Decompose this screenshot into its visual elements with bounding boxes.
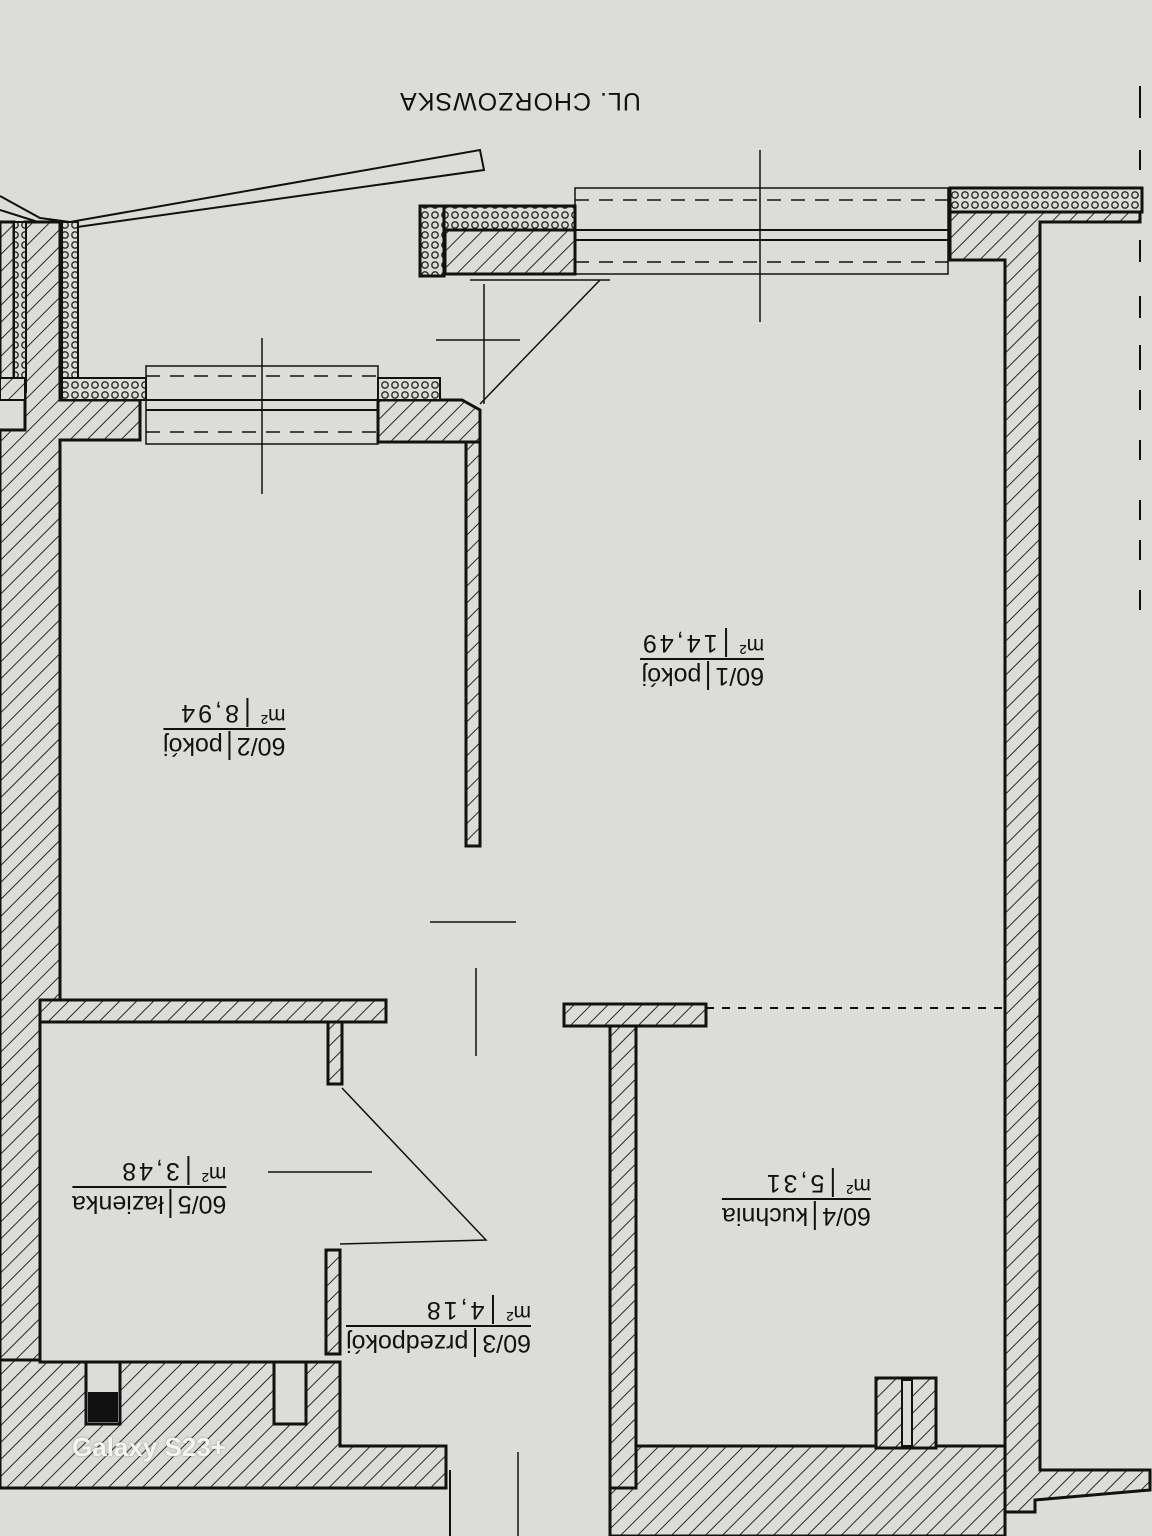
room-label-60-4: 60/4 kuchnia m² 5,31 [722, 1168, 871, 1230]
kitchen-top-wall [562, 1002, 708, 1028]
partition-60-2-60-1 [464, 440, 482, 848]
room-unit: m² [739, 634, 765, 657]
room-name: pokój [163, 732, 223, 760]
room-name: pokój [641, 662, 702, 690]
room-unit: m² [846, 1174, 871, 1197]
west-corner-stub [0, 377, 26, 401]
bathroom-bottom-wall [0, 1358, 448, 1490]
bathroom-top-wall [38, 998, 388, 1024]
door-swing-top [479, 279, 601, 405]
room-name: kuchnia [722, 1202, 809, 1230]
camera-watermark: Galaxy S23+ [72, 1432, 226, 1462]
room-number: 60/2 [236, 732, 286, 760]
room-label-60-2: 60/2 pokój m² 8,94 [163, 698, 286, 760]
room-label-60-1: 60/1 pokój m² 14,49 [640, 628, 765, 690]
room-unit: m² [201, 1162, 227, 1185]
room-area: 5,31 [763, 1169, 825, 1197]
room-name: łazienka [72, 1190, 164, 1218]
room-number: 60/1 [715, 662, 765, 690]
room-number: 60/5 [177, 1190, 227, 1218]
room-area: 4,18 [423, 1296, 485, 1324]
bathroom-door-swing [339, 1087, 488, 1245]
north-pillar [443, 228, 577, 276]
west-corner-insulation [61, 377, 147, 401]
north-wall-mid-insulation [377, 377, 441, 401]
west-wall-insulation-a [13, 221, 27, 393]
room-area: 14,49 [640, 629, 718, 657]
room-area: 8,94 [178, 699, 239, 727]
shaft-b [272, 1360, 308, 1426]
east-wall [948, 210, 1152, 1514]
room-number: 60/4 [822, 1202, 871, 1230]
canopy [0, 148, 486, 229]
window-room-60-2 [145, 338, 379, 494]
west-wall-insulation-b [61, 221, 79, 379]
north-wall-insulation [438, 204, 577, 232]
room-number: 60/3 [482, 1329, 531, 1357]
room-unit: m² [260, 704, 286, 727]
kitchen-bottom-wall [608, 1444, 1007, 1536]
pillar-insulation [418, 204, 446, 278]
kitchen-west-wall [608, 1024, 638, 1490]
window-room-60-1 [470, 150, 949, 322]
west-wall-left-column [0, 220, 16, 394]
street-name: UL. CHORZOWSKA [399, 87, 641, 115]
room-label-60-5: 60/5 łazienka m² 3,48 [72, 1156, 227, 1218]
room-label-60-3: 60/3 przedpokój m² 4,18 [346, 1295, 531, 1357]
east-wall-insulation [948, 186, 1144, 214]
north-wall-mid [376, 398, 482, 444]
bathroom-door-jamb-bottom [324, 1248, 342, 1356]
room-area: 3,48 [119, 1157, 180, 1185]
room-unit: m² [506, 1301, 531, 1324]
bathroom-door-jamb-top [326, 1020, 344, 1086]
room-name: przedpokój [346, 1329, 469, 1357]
kitchen-shaft-void [901, 1379, 913, 1447]
shaft-a-fill [88, 1392, 118, 1422]
